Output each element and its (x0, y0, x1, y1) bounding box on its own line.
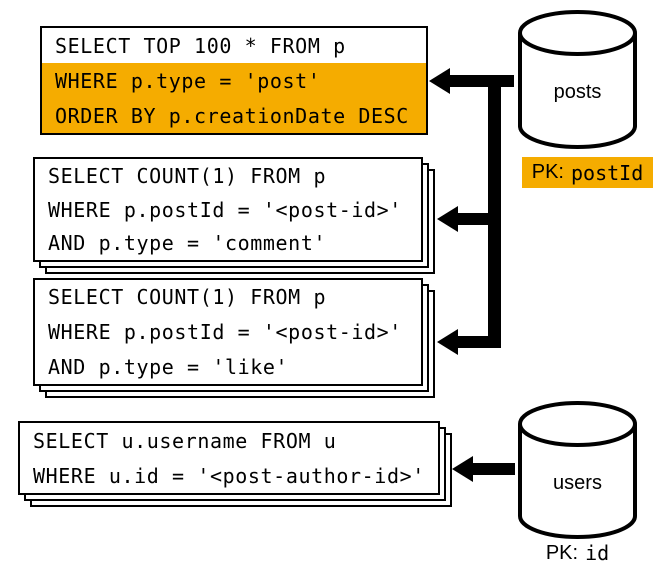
sql-line-highlighted: ORDER BY p.creationDate DESC (42, 98, 426, 133)
sql-line-highlighted: WHERE p.type = 'post' (42, 63, 426, 98)
sql-line: WHERE p.postId = '<post-id>' (48, 320, 402, 344)
arrowhead-left-icon (429, 68, 450, 94)
users-db-label: users (553, 472, 602, 494)
pk-field-name: postId (571, 160, 644, 185)
posts-database-icon (518, 10, 637, 149)
query-box-recent-posts: SELECT TOP 100 * FROM p WHERE p.type = '… (40, 26, 428, 135)
query-box-front-page: SELECT COUNT(1) FROM p WHERE p.postId = … (33, 278, 423, 386)
query-box-comment-count: SELECT COUNT(1) FROM p WHERE p.postId = … (33, 157, 435, 274)
posts-pk-badge: PK: postId (522, 157, 653, 188)
pk-field-name: id (585, 541, 610, 565)
sql-line: WHERE p.postId = '<post-id>' (48, 197, 402, 222)
users-database-icon (518, 401, 637, 539)
posts-db-label: posts (553, 81, 602, 103)
sql-line: WHERE u.id = '<post-author-id>' (33, 463, 425, 488)
sql-line: SELECT COUNT(1) FROM p (48, 163, 327, 188)
sql-line: AND p.type = 'comment' (48, 231, 327, 256)
arrowhead-left-icon (437, 206, 458, 232)
pk-prefix-label: PK: (531, 161, 564, 183)
sql-line: AND p.type = 'like' (48, 354, 289, 379)
query-box-front-page: SELECT u.username FROM u WHERE u.id = '<… (18, 421, 440, 495)
query-box-username: SELECT u.username FROM u WHERE u.id = '<… (18, 421, 452, 507)
posts-to-queries-arrow (429, 68, 514, 355)
arrowhead-left-icon (437, 329, 458, 355)
pk-prefix-label: PK: (545, 541, 579, 564)
query-box-like-count: SELECT COUNT(1) FROM p WHERE p.postId = … (33, 278, 435, 398)
sql-line: SELECT u.username FROM u (33, 428, 337, 453)
users-pk-label: PK: id (518, 540, 637, 566)
users-to-query-arrow (452, 456, 515, 482)
query-box-front-page: SELECT COUNT(1) FROM p WHERE p.postId = … (33, 157, 423, 262)
sql-line: SELECT TOP 100 * FROM p (55, 33, 346, 58)
sql-line: SELECT COUNT(1) FROM p (48, 285, 327, 310)
arrowhead-left-icon (452, 456, 473, 482)
